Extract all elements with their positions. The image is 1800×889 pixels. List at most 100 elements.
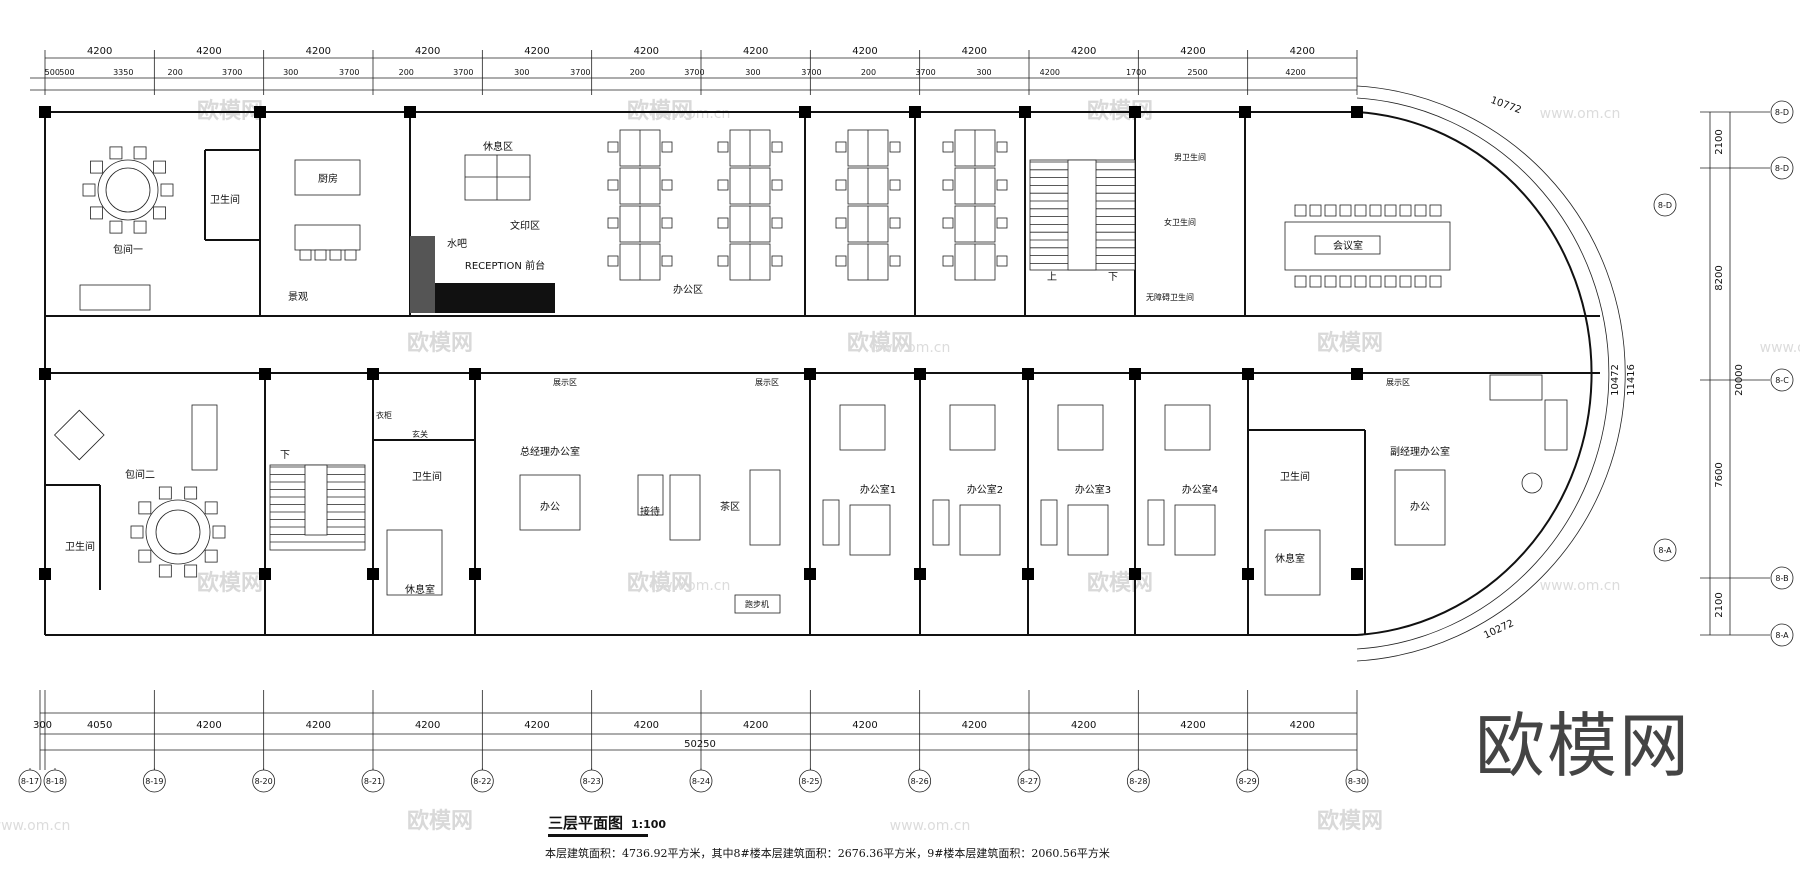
chair-icon [158, 486, 172, 500]
chair-icon [184, 564, 198, 578]
top-sub-dim-label: 3700 [222, 68, 242, 77]
room-label-wc4: 卫生间 [1280, 470, 1310, 483]
desk-icon [849, 504, 891, 556]
chair-icon [204, 501, 218, 515]
bottom-dim-label: 4200 [634, 720, 659, 731]
watermark-layer: 欧模网欧模网欧模网欧模网欧模网欧模网欧模网欧模网欧模网欧模网欧模网www.om.… [0, 98, 1800, 834]
axis-bubble [1345, 769, 1369, 793]
column [404, 106, 416, 118]
chair-icon [158, 564, 172, 578]
cabinet-icon [822, 499, 840, 546]
axis-bubble [1126, 769, 1150, 793]
arc-dim-10272: 10272 [1482, 618, 1515, 641]
axis-bubble [43, 769, 67, 793]
top-dim-label: 4200 [524, 46, 549, 57]
column [1351, 568, 1363, 580]
chair-icon [942, 141, 954, 153]
room-label-gm-office: 总经理办公室 [520, 445, 580, 458]
chair-icon [109, 146, 123, 160]
watermark-url: www.om.cn [1540, 578, 1621, 594]
top-dim-label: 4200 [852, 46, 877, 57]
watermark-text: 欧模网 [1087, 570, 1153, 596]
top-sub-dim-label: 300 [514, 68, 529, 77]
sofa-icon [79, 284, 151, 311]
axis-bubble [252, 769, 276, 793]
room-label-office-area: 办公区 [673, 283, 703, 296]
chair-icon [1354, 275, 1367, 288]
building-walls [44, 85, 1626, 662]
room-labels: 包间一 卫生间 厨房 景观 休息区 文印区 水吧 RECEPTION 前台 办公… [65, 140, 1450, 609]
furniture [53, 129, 1568, 614]
bottom-dim-label: 4200 [1290, 720, 1315, 731]
chair-icon [717, 217, 729, 229]
cabinet-icon [932, 499, 950, 546]
chair-icon [1339, 204, 1352, 217]
top-sub-dim-label: 3700 [339, 68, 359, 77]
axis-bubble [361, 769, 385, 793]
room-label-office3: 办公室3 [1075, 483, 1111, 496]
chair-icon [942, 255, 954, 267]
top-sub-dim-label: 200 [399, 68, 414, 77]
cabinet-icon [1147, 499, 1165, 546]
axis-label: 8-28 [1129, 777, 1147, 786]
chair-icon [1399, 204, 1412, 217]
column [1019, 106, 1031, 118]
bottom-total-dimension: 50250 [684, 739, 716, 750]
chair-icon [1354, 204, 1367, 217]
chair-icon [329, 249, 342, 261]
watermark-url: www.om.cn [650, 578, 731, 594]
room-label-office4: 办公室4 [1182, 483, 1218, 496]
chair-icon [1369, 204, 1382, 217]
axis-bubble [1770, 566, 1794, 590]
column [1239, 106, 1251, 118]
column [804, 568, 816, 580]
room-label-vgm-office: 副经理办公室 [1390, 445, 1450, 458]
watermark-url: www.om.cn [1760, 340, 1800, 356]
watermark-text: 欧模网 [1317, 808, 1383, 834]
top-dim-label: 4200 [634, 46, 659, 57]
top-dim-label: 4200 [743, 46, 768, 57]
column [804, 368, 816, 380]
chair-icon [344, 249, 357, 261]
chair-icon [153, 160, 166, 174]
right-dim-2100-top: 2100 [1714, 129, 1725, 154]
column [909, 106, 921, 118]
chair-icon [1429, 204, 1442, 217]
top-sub-dim-label: 300 [976, 68, 991, 77]
top-sub-dim-label: 500 [59, 68, 74, 77]
axis-label: 8-25 [801, 777, 819, 786]
chair-icon [1324, 275, 1337, 288]
arc-axis-label-a: 8-A [1658, 546, 1672, 555]
watermark-text: 欧模网 [407, 808, 473, 834]
right-dim-7600: 7600 [1714, 462, 1725, 487]
column [259, 368, 271, 380]
top-sub-dim-label: 3700 [453, 68, 473, 77]
chair-icon [1414, 275, 1427, 288]
chair-icon [996, 217, 1008, 229]
bottom-dim-label: 4200 [306, 720, 331, 731]
chair-icon [1309, 275, 1322, 288]
axis-bubble [798, 769, 822, 793]
sofa-icon [1057, 404, 1104, 451]
column [799, 106, 811, 118]
axis-label: 8-22 [473, 777, 491, 786]
column [1242, 368, 1254, 380]
stair-label-up: 上 [1047, 271, 1057, 283]
axis-label: 8-27 [1020, 777, 1038, 786]
axis-bubble [1017, 769, 1041, 793]
room-label-women-wc: 女卫生间 [1164, 217, 1196, 227]
watermark-url: www.om.cn [650, 106, 731, 122]
room-label-office-gm: 办公 [540, 500, 560, 513]
column [1129, 568, 1141, 580]
room-label-rest1: 休息室 [405, 583, 435, 596]
chair-icon [942, 217, 954, 229]
chair-icon [1294, 275, 1307, 288]
top-sub-dim-label: 3350 [113, 68, 133, 77]
watermark-url: www.om.cn [890, 818, 971, 834]
axis-bubble [470, 769, 494, 793]
watermark-url: www.om.cn [1540, 106, 1621, 122]
chair-icon [90, 206, 103, 220]
chair-icon [771, 141, 783, 153]
chair-icon [1384, 275, 1397, 288]
chair-icon [996, 141, 1008, 153]
